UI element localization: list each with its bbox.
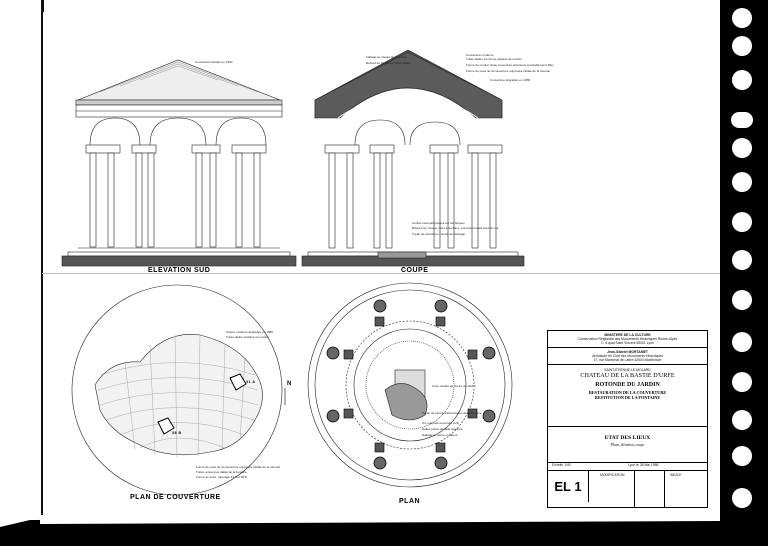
cartouche-date: Lyon le 28 Mai 1988	[628, 463, 659, 467]
elevation-sud-drawing	[61, 59, 297, 267]
binder-hole	[732, 332, 752, 352]
binder-hole	[732, 8, 752, 28]
note-plan-3: Arc supposé ouverture (1/3)	[422, 421, 460, 425]
cartouche-modification: MODIFICATION	[600, 473, 625, 477]
cartouche-state-sub: Plans, élévation, coupe	[610, 443, 645, 447]
note-coupe-10: Tuyau de plomb (ou cuivre) de drainage	[412, 232, 466, 236]
note-plan-1: Cuve restant au centre du Jardin	[432, 384, 476, 388]
section-mark-b: 38 B	[172, 431, 182, 435]
note-pc-1: Toiture moderne dégradée en 1988	[226, 330, 273, 334]
title-coupe: COUPE	[401, 267, 429, 274]
section-mark-a: 31 A	[246, 380, 256, 384]
binder-bottom-edge	[0, 515, 768, 546]
cartouche-date-row: Echelle 1/40 Lyon le 28 Mai 1988	[548, 463, 707, 471]
cartouche-scale: Echelle 1/40	[552, 463, 571, 467]
note-elev-roof: Couverture détruite en 1990	[195, 60, 233, 64]
cartouche-subject: SAINT-ÉTIENNE-LE-MOLARD CHATEAU DE LA BA…	[548, 365, 707, 427]
cartouche-architect-address: 17, rue Maréchal de Lattre 42600 Montbri…	[593, 358, 662, 363]
binder-hole	[732, 290, 752, 310]
cartouche-ministry: MINISTERE DE LA CULTURE Conservation Rég…	[548, 331, 707, 348]
cartouche-state-title: ETAT DES LIEUX	[604, 435, 651, 441]
title-plan-de-couverture: PLAN DE COUVERTURE	[130, 494, 221, 501]
note-pc-4: Tuiles, anciennes dalles de la fontaine	[196, 470, 247, 474]
note-coupe-3: Couverture moderne	[466, 53, 494, 57]
cartouche-crmh-line: Conservation Régionale des Monuments His…	[577, 337, 678, 342]
note-coupe-4: Tuiles plates sur forme épaisse de morti…	[466, 57, 522, 61]
cartouche-work-1: RESTAURATION DE LA COUVERTURE	[588, 390, 667, 396]
plan-drawing	[307, 282, 513, 488]
sheet-number: EL 1	[548, 471, 589, 502]
drawings-canvas	[61, 49, 525, 496]
cartouche-architect-name: Jean-Gabriel MORTAMET	[607, 350, 648, 354]
binder-hole	[732, 446, 752, 466]
north-marker: N	[287, 381, 292, 387]
note-coupe-9: Briques sur champ, liées à la chaux, poi…	[412, 226, 499, 230]
note-pc-5: Forme de pose, repérage 31 A et 38 B	[196, 475, 247, 479]
note-coupe-5: Forme de mortier d'une couverture antéri…	[466, 63, 554, 67]
note-pc-2: Tuiles plates scellées au mortier	[226, 335, 269, 339]
note-plan-2: Tuyau de plomb d'alimentation de la font…	[422, 411, 482, 415]
binder-hole	[732, 250, 752, 270]
coupe-drawing	[301, 49, 525, 267]
note-coupe-2: Rebord de briques et tuiles plates	[366, 61, 411, 65]
title-block: MINISTERE DE LA CULTURE Conservation Rég…	[547, 330, 708, 508]
cartouche-indice: INDICE	[670, 473, 682, 477]
binder-hole	[732, 212, 752, 232]
sheet-border-left	[41, 0, 43, 515]
cartouche-work-2: RESTITUTION DE LA FONTAINE	[594, 395, 661, 401]
cartouche-commune: SAINT-ÉTIENNE-LE-MOLARD	[604, 368, 651, 372]
binder-strip	[720, 0, 768, 546]
note-pc-3: Forme de pose de la couverture supposée …	[196, 465, 281, 469]
plan-de-couverture-drawing	[71, 284, 286, 496]
note-coupe-7: Couverture dégradée en 1988	[490, 78, 531, 82]
note-plan-5: Dallage en pierre moderne	[422, 433, 458, 437]
binder-hole	[732, 138, 752, 158]
binder-hole	[732, 172, 752, 192]
cartouche-architect-title: Architecte en Chef des Monuments Histori…	[592, 354, 663, 359]
cartouche-rotonde: ROTONDE DU JARDIN	[595, 382, 660, 389]
sheet-divider	[42, 273, 720, 274]
cartouche-address-line: C. 6 quai Saint Vincent 69001 Lyon	[601, 341, 654, 346]
cartouche-sheet-row: EL 1 MODIFICATION INDICE	[548, 471, 707, 507]
cartouche-architect: Jean-Gabriel MORTAMET Architecte en Chef…	[548, 348, 707, 365]
drawing-sheet	[40, 0, 730, 520]
title-elevation-sud: ELEVATION SUD	[148, 267, 211, 274]
binder-hole	[732, 410, 752, 430]
note-coupe-1: Faîtage au niveau promontoire	[366, 55, 407, 59]
binder-hole	[732, 36, 752, 56]
note-plan-4: Dalles polies de taille réguliere	[422, 427, 463, 431]
cartouche-ministry-line: MINISTERE DE LA CULTURE	[604, 333, 651, 337]
binder-hole	[732, 488, 752, 508]
cartouche-chateau: CHATEAU DE LA BASTIE D'URFE	[580, 372, 675, 380]
cartouche-state: ETAT DES LIEUX Plans, élévation, coupe	[548, 427, 707, 463]
binder-hole	[732, 70, 752, 90]
note-coupe-8: Cerfles réemploi posées sur les briques	[412, 221, 465, 225]
note-coupe-6: Forme de pose de la couverture supposée …	[466, 69, 551, 73]
sheet-border-top	[41, 0, 44, 12]
binder-hole	[732, 372, 752, 392]
binder-hole	[731, 112, 753, 128]
title-plan: PLAN	[399, 498, 421, 505]
